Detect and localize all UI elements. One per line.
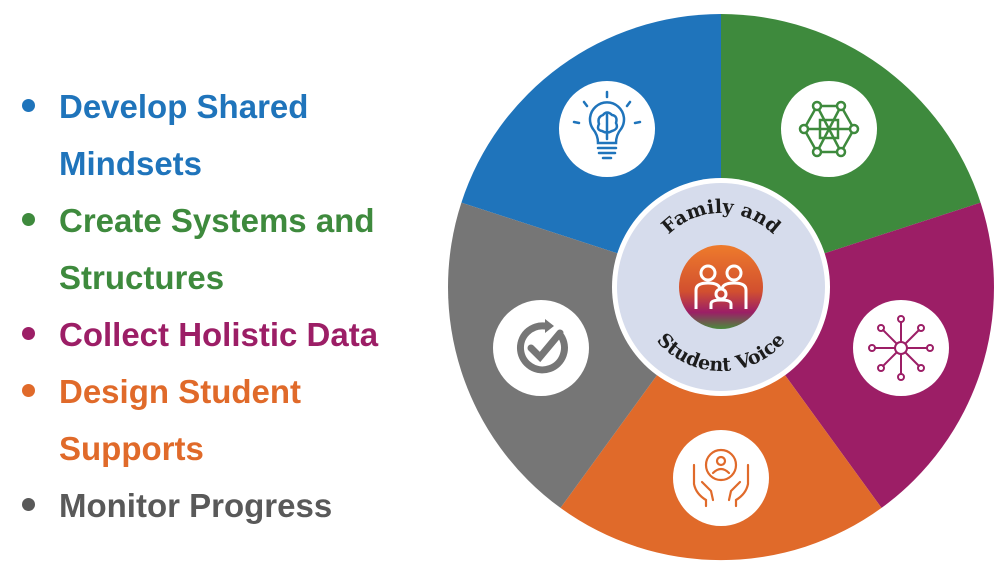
family-icon [679,245,763,329]
segment-design [560,287,882,561]
step-label: Create Systems and Structures [59,202,375,296]
lightbulb-brain-icon [559,81,655,177]
steps-list: Develop Shared Mindsets Create Systems a… [22,78,432,534]
data-hub-icon [853,300,949,396]
family-student-voice-center: Family and Student Voice [612,178,830,396]
step-collect: Collect Holistic Data [22,306,432,363]
step-label: Develop Shared Mindsets [59,88,309,182]
bullet-icon [22,213,35,226]
step-design: Design Student Supports [22,363,432,477]
step-develop: Develop Shared Mindsets [22,78,432,192]
bullet-icon [22,384,35,397]
step-label: Design Student Supports [59,373,302,467]
supporting-hands-icon [673,430,769,526]
step-label: Collect Holistic Data [59,316,379,353]
cycle-wheel: Family and Student Voice [448,14,994,561]
bullet-icon [22,498,35,511]
network-icon [781,81,877,177]
step-create: Create Systems and Structures [22,192,432,306]
progress-check-icon [493,300,589,396]
bullet-icon [22,99,35,112]
step-label: Monitor Progress [59,487,333,524]
step-monitor: Monitor Progress [22,477,432,534]
bullet-icon [22,327,35,340]
